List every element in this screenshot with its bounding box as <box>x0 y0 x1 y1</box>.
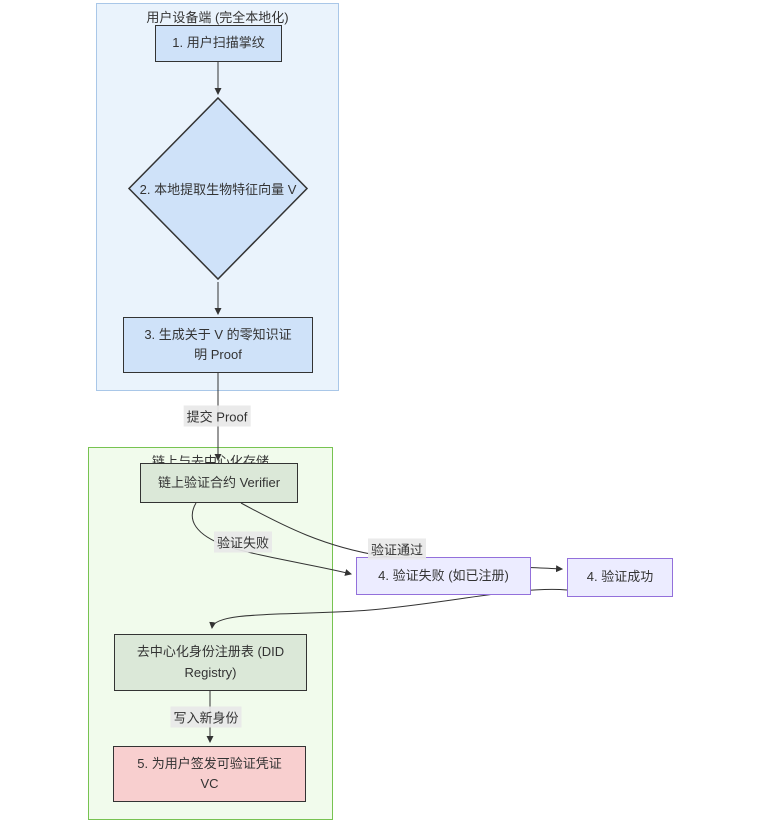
node-extract-vector-label: 2. 本地提取生物特征向量 V <box>139 182 297 197</box>
node-issue-vc: 5. 为用户签发可验证凭证 VC <box>113 746 306 802</box>
node-verify-failed-label: 4. 验证失败 (如已注册) <box>378 567 509 583</box>
edge-label-submit-proof: 提交 Proof <box>183 405 251 427</box>
node-extract-vector: 2. 本地提取生物特征向量 V <box>126 95 310 282</box>
edge-label-write-identity: 写入新身份 <box>170 706 242 728</box>
node-verify-success: 4. 验证成功 <box>567 558 673 597</box>
node-did-registry-label: 去中心化身份注册表 (DID Registry) <box>136 644 285 680</box>
node-did-registry: 去中心化身份注册表 (DID Registry) <box>114 634 307 691</box>
node-verifier-contract-label: 链上验证合约 Verifier <box>157 474 281 490</box>
edge-label-verify-pass: 验证通过 <box>367 538 427 560</box>
node-scan-palm: 1. 用户扫描掌纹 <box>155 25 282 62</box>
edge-label-verify-fail: 验证失败 <box>213 531 273 553</box>
node-generate-proof: 3. 生成关于 V 的零知识证 明 Proof <box>123 317 313 373</box>
node-issue-vc-label: 5. 为用户签发可验证凭证 VC <box>137 755 282 791</box>
diamond-shape-icon <box>127 96 309 281</box>
node-verify-success-label: 4. 验证成功 <box>586 569 654 585</box>
edge-success-to-registry <box>209 588 568 630</box>
node-verify-failed: 4. 验证失败 (如已注册) <box>356 557 531 595</box>
node-scan-palm-label: 1. 用户扫描掌纹 <box>172 35 265 51</box>
cluster-user-device-label: 用户设备端 (完全本地化) <box>146 10 289 25</box>
node-generate-proof-label: 3. 生成关于 V 的零知识证 明 Proof <box>144 326 292 362</box>
node-verifier-contract: 链上验证合约 Verifier <box>140 463 298 503</box>
